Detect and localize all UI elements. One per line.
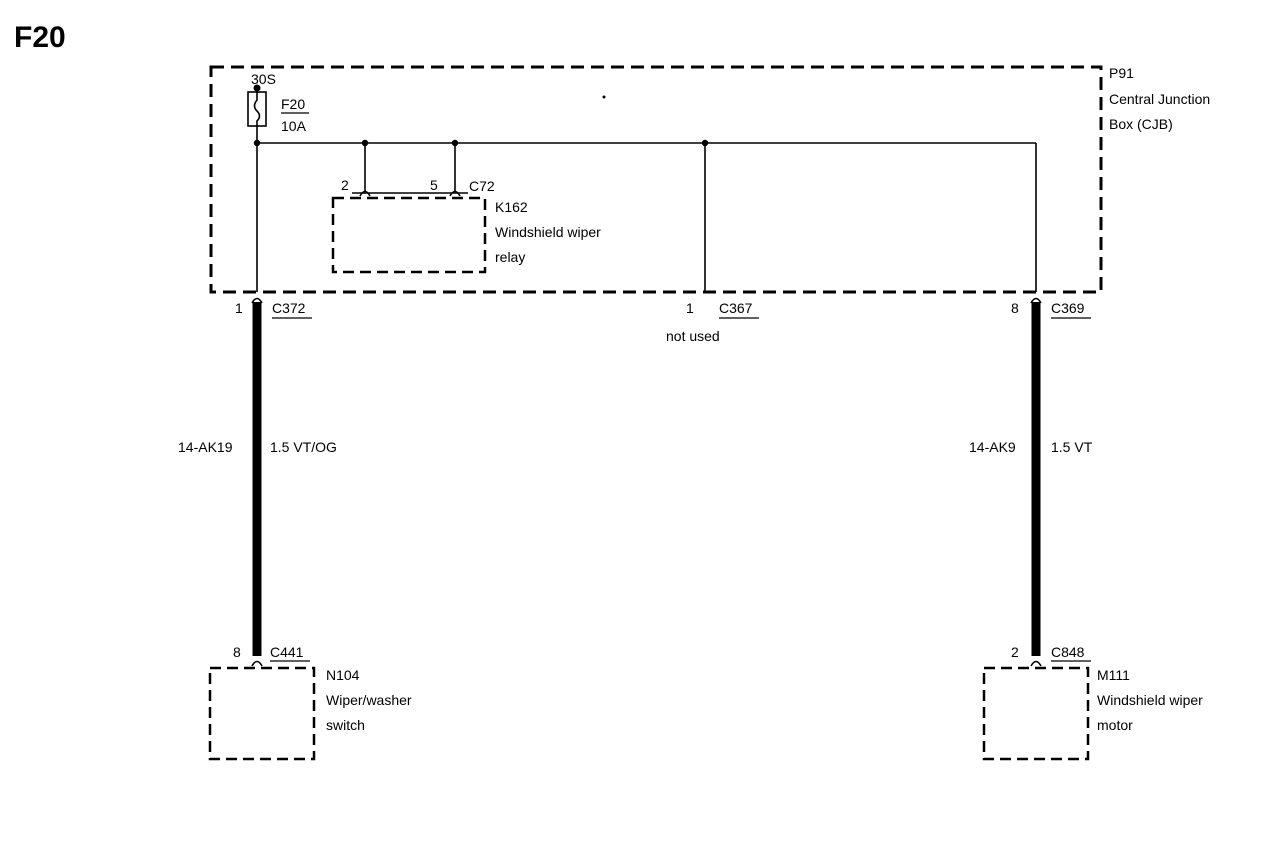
motor-outline xyxy=(982,666,1090,761)
page-title: F20 xyxy=(14,21,66,54)
c367-id: C367 xyxy=(719,300,753,316)
connector-arrow-icon xyxy=(251,660,263,667)
fuse-id: F20 xyxy=(281,96,305,112)
relay-name-line1: Windshield wiper xyxy=(495,224,601,240)
c372-id: C372 xyxy=(272,300,306,316)
relay-name-line2: relay xyxy=(495,249,525,265)
c369-pin: 8 xyxy=(1011,300,1019,316)
relay-pin-b: 5 xyxy=(430,177,438,193)
motor-id: M111 xyxy=(1097,667,1130,683)
switch-name-line2: switch xyxy=(326,717,365,733)
c367-pin: 1 xyxy=(686,300,694,316)
cjb-outline xyxy=(209,65,1103,294)
relay-id: K162 xyxy=(495,199,528,215)
c367-note: not used xyxy=(666,328,720,344)
cjb-name-line1: Central Junction xyxy=(1109,91,1210,107)
c369-id: C369 xyxy=(1051,300,1085,316)
cjb-name-line2: Box (CJB) xyxy=(1109,116,1173,132)
connector-arrow-icon xyxy=(1030,297,1042,304)
motor-name-line2: motor xyxy=(1097,717,1133,733)
c441-id: C441 xyxy=(270,644,304,660)
supply-label: 30S xyxy=(251,71,276,87)
fuse-icon xyxy=(247,91,267,127)
switch-id: N104 xyxy=(326,667,360,683)
relay-outline xyxy=(331,196,487,274)
relay-connector: C72 xyxy=(469,178,495,194)
right-wire-spec: 1.5 VT xyxy=(1051,439,1093,455)
motor-name-line1: Windshield wiper xyxy=(1097,692,1203,708)
right-wire-circuit: 14-AK9 xyxy=(969,439,1016,455)
left-wire-spec: 1.5 VT/OG xyxy=(270,439,337,455)
c848-pin: 2 xyxy=(1011,644,1019,660)
stray-dot xyxy=(602,95,606,99)
connector-arrow-icon xyxy=(1030,660,1042,667)
left-wire-circuit: 14-AK19 xyxy=(178,439,233,455)
relay-pin-a: 2 xyxy=(341,177,349,193)
c848-id: C848 xyxy=(1051,644,1085,660)
switch-name-line1: Wiper/washer xyxy=(326,692,412,708)
c441-pin: 8 xyxy=(233,644,241,660)
junction-dot xyxy=(701,139,709,147)
cjb-id: P91 xyxy=(1109,65,1134,81)
fuse-rating: 10A xyxy=(281,118,307,134)
switch-outline xyxy=(208,666,316,761)
c372-pin: 1 xyxy=(235,300,243,316)
connector-arrow-icon xyxy=(359,190,371,197)
connector-arrow-icon xyxy=(251,297,263,304)
connector-arrow-icon xyxy=(449,190,461,197)
junction-dot xyxy=(253,139,261,147)
